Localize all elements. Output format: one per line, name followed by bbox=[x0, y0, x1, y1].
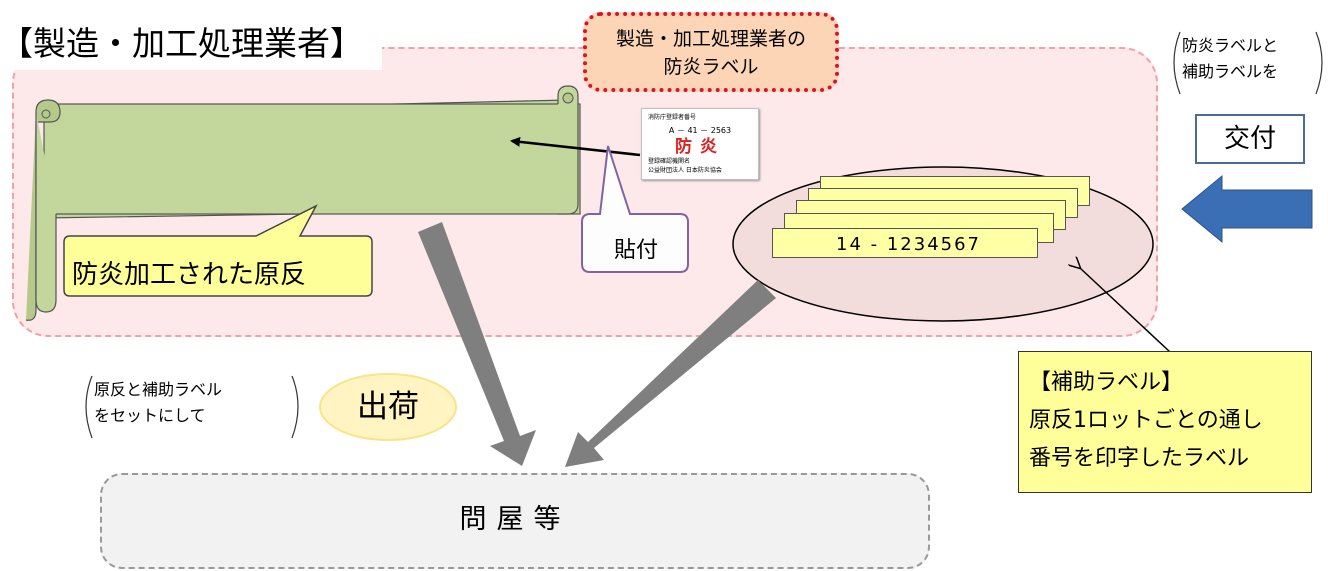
page-title: 【製造・加工処理業者】 bbox=[0, 24, 363, 63]
ship-left-paren bbox=[85, 375, 93, 439]
ship-note: 原反と補助ラベル をセットにして bbox=[94, 377, 222, 429]
label-callout-line1: 製造・加工処理業者の bbox=[615, 28, 806, 50]
aux-label-heading: 【補助ラベル】 bbox=[1029, 370, 1184, 395]
receive-action-box: 交付 bbox=[1195, 114, 1305, 164]
aux-label-line2: 番号を印字したラベル bbox=[1029, 446, 1250, 471]
sticker-mark: 防炎 bbox=[675, 137, 725, 157]
serial-number: 14 - 1234567 bbox=[836, 234, 982, 255]
ship-action: 出荷 bbox=[357, 389, 419, 425]
aux-label-line1: 原反1ロットごとの通し bbox=[1029, 408, 1263, 433]
sticker-registration-number: A － 41 － 2563 bbox=[668, 126, 732, 135]
ship-ellipse bbox=[319, 373, 457, 441]
receive-note: 防炎ラベルと 補助ラベルを bbox=[1182, 33, 1278, 85]
title-background bbox=[0, 20, 382, 70]
destination-label: 問屋等 bbox=[459, 504, 571, 535]
fabric-callout-bubble bbox=[63, 204, 373, 297]
receive-note-line2: 補助ラベルを bbox=[1182, 62, 1279, 81]
receive-note-line1: 防炎ラベルと bbox=[1182, 36, 1279, 55]
blue-arrow-icon bbox=[1181, 174, 1313, 244]
attach-callout-text: 貼付 bbox=[613, 238, 658, 263]
ship-arrow-right bbox=[565, 280, 776, 467]
sticker-registrant-caption: 消防庁登録者番号 bbox=[648, 114, 697, 121]
fire-label-sticker: 消防庁登録者番号 A － 41 － 2563 防炎 登録確認機関名 公益財団法人… bbox=[641, 108, 759, 180]
receive-right-paren bbox=[1315, 31, 1323, 95]
sticker-certifier: 公益財団法人 日本防炎協会 bbox=[648, 167, 722, 174]
aux-pointer-line bbox=[1080, 268, 1171, 353]
aux-label-card-front bbox=[772, 228, 1038, 258]
ship-note-line1: 原反と補助ラベル bbox=[94, 380, 223, 399]
ship-right-paren bbox=[291, 375, 299, 439]
fabric-scroll-icon bbox=[25, 85, 581, 321]
label-callout-line2: 防炎ラベル bbox=[663, 56, 759, 78]
destination-box bbox=[100, 473, 930, 569]
fabric-callout-text: 防炎加工された原反 bbox=[72, 260, 307, 290]
sticker-certifier-caption: 登録確認機関名 bbox=[648, 158, 691, 165]
receive-left-paren bbox=[1173, 31, 1181, 95]
aux-label-explanation: 【補助ラベル】 原反1ロットごとの通し 番号を印字したラベル bbox=[1018, 351, 1312, 493]
attach-callout-bubble bbox=[581, 145, 689, 273]
attach-arrow bbox=[510, 136, 641, 157]
ship-note-line2: をセットにして bbox=[94, 406, 206, 425]
label-callout: 製造・加工処理業者の 防炎ラベル bbox=[583, 12, 839, 92]
ship-arrow-left bbox=[418, 222, 536, 466]
